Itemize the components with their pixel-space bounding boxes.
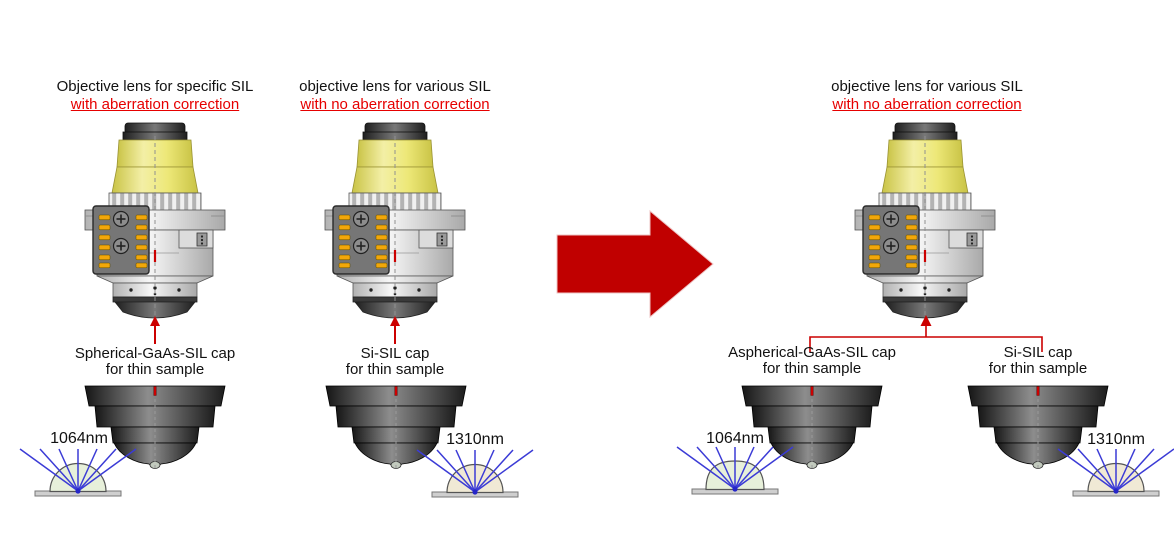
objective-lens-illustration: [315, 122, 475, 322]
panel-title: objective lens for various SIL: [299, 78, 491, 95]
cap-label: Spherical-GaAs-SIL cap: [74, 345, 236, 362]
wavelength-label: 1310nm: [446, 431, 504, 448]
panel-subtitle: with aberration correction: [70, 96, 240, 113]
cap-sublabel: for thin sample: [988, 360, 1088, 377]
bracket-connector: [809, 315, 1043, 352]
panel-subtitle: with no aberration correction: [832, 96, 1022, 113]
wavelength-label: 1064nm: [706, 430, 764, 447]
panel-title: objective lens for various SIL: [831, 78, 1023, 95]
wavelength-label: 1064nm: [50, 430, 108, 447]
cap-sublabel: for thin sample: [762, 360, 862, 377]
cap-sublabel: for thin sample: [105, 361, 205, 378]
objective-lens-illustration: [845, 122, 1005, 322]
cap-sublabel: for thin sample: [345, 361, 445, 378]
panel-subtitle: with no aberration correction: [300, 96, 490, 113]
sil-dome-ray-fan: [1041, 421, 1174, 501]
sil-dome-ray-fan: [660, 419, 810, 499]
up-arrow-icon: [148, 315, 162, 345]
up-arrow-icon: [388, 315, 402, 345]
cap-label: Aspherical-GaAs-SIL cap: [728, 344, 896, 361]
cap-label: Si-SIL cap: [360, 345, 430, 362]
cap-label: Si-SIL cap: [1003, 344, 1073, 361]
sil-dome-ray-fan: [400, 422, 550, 502]
wavelength-label: 1310nm: [1087, 431, 1145, 448]
objective-lens-illustration: [75, 122, 235, 322]
sil-dome-ray-fan: [3, 421, 153, 501]
transition-arrow-icon: [556, 209, 714, 319]
panel-title: Objective lens for specific SIL: [56, 78, 254, 95]
